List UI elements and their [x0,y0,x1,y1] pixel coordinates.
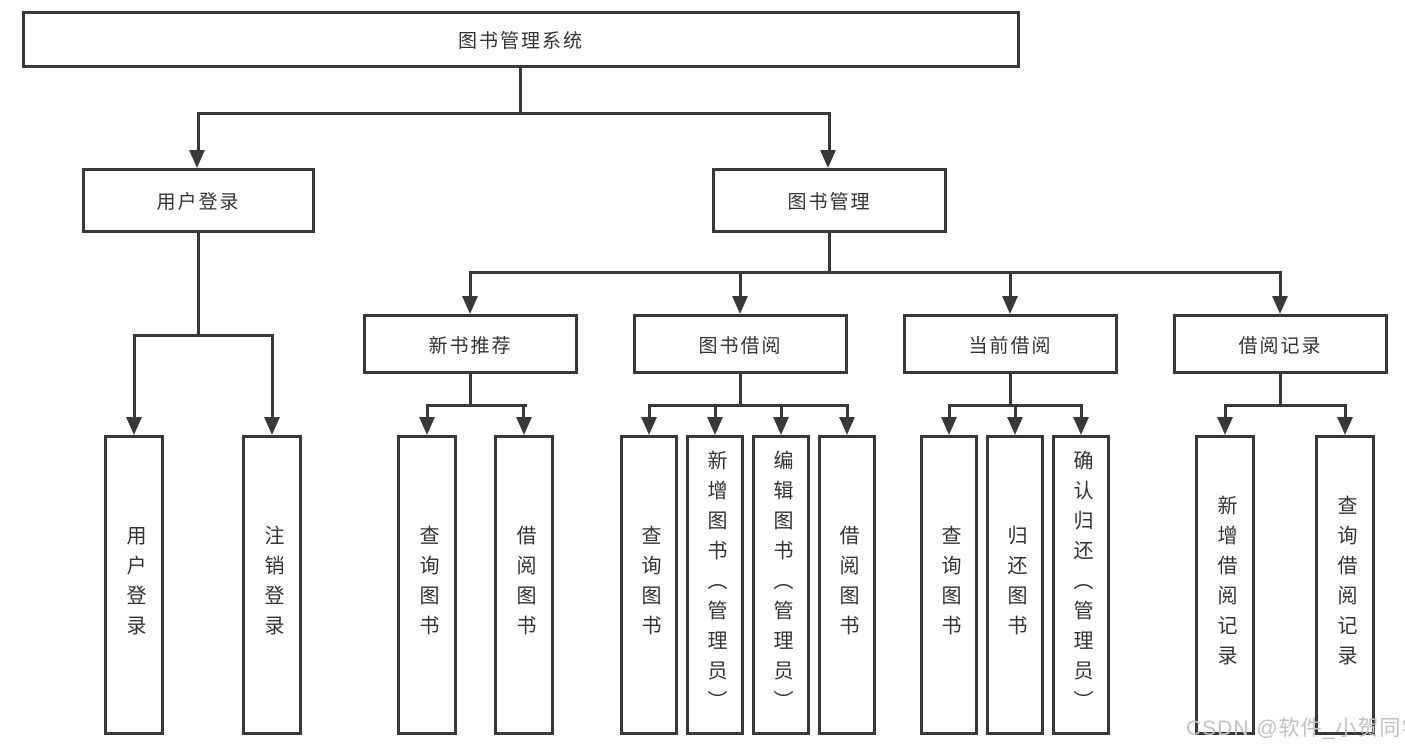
connector-line [648,404,651,419]
leaf-query-books-3: 查询图书 [920,435,978,735]
arrowhead-down-icon [732,296,748,314]
leaf-user-login-label: 用户登录 [123,525,145,645]
arrowhead-down-icon [1007,417,1023,435]
arrowhead-down-icon [707,417,723,435]
arrowhead-down-icon [1272,296,1288,314]
connector-line [271,334,274,419]
csdn-watermark: CSDN @软件_小贺同学 [1186,717,1405,740]
leaf-borrow-books-1: 借阅图书 [494,435,554,735]
node-library-system: 图书管理系统 [22,11,1020,68]
connector-line [197,112,200,152]
connector-line [426,404,429,419]
arrowhead-down-icon [941,417,957,435]
leaf-edit-books-admin-label: 编辑图书（管理员） [770,450,792,720]
connector-line [948,404,951,419]
leaf-query-books-1-label: 查询图书 [416,525,438,645]
leaf-query-books-3-label: 查询图书 [938,525,960,645]
leaf-logout: 注销登录 [242,435,302,735]
node-current-borrow: 当前借阅 [903,314,1118,374]
arrowhead-down-icon [1002,296,1018,314]
connector-line [739,271,742,298]
connector-line [197,233,200,336]
connector-line [1014,404,1017,419]
connector-line [1279,374,1282,406]
arrowhead-down-icon [1073,417,1089,435]
leaf-borrow-books-2: 借阅图书 [818,435,876,735]
leaf-logout-label: 注销登录 [261,525,283,645]
leaf-add-books-admin-label: 新增图书（管理员） [704,450,726,720]
arrowhead-down-icon [126,417,142,435]
leaf-confirm-return-admin: 确认归还（管理员） [1052,435,1110,735]
connector-line [648,404,849,407]
arrowhead-down-icon [189,150,205,168]
leaf-query-borrow-record-label: 查询借阅记录 [1334,495,1356,675]
arrowhead-down-icon [773,417,789,435]
connector-line [469,374,472,406]
connector-line [426,404,527,407]
connector-line [1224,404,1347,407]
leaf-query-books-1: 查询图书 [397,435,457,735]
node-current-borrow-label: 当前借阅 [968,335,1053,357]
leaf-add-books-admin: 新增图书（管理员） [686,435,744,735]
connector-line [1009,374,1012,406]
arrowhead-down-icon [516,417,532,435]
arrowhead-down-icon [839,417,855,435]
connector-line [522,404,525,419]
node-book-management: 图书管理 [712,168,947,233]
node-user-login: 用户登录 [82,168,315,233]
arrowhead-down-icon [264,417,280,435]
connector-line [828,233,831,273]
connector-line [519,67,522,115]
node-book-borrow: 图书借阅 [633,314,848,374]
node-user-login-label: 用户登录 [156,192,241,213]
node-borrow-records: 借阅记录 [1173,314,1388,374]
leaf-confirm-return-admin-label: 确认归还（管理员） [1070,450,1092,720]
connector-line [1080,404,1083,419]
arrowhead-down-icon [1337,417,1353,435]
connector-line [1344,404,1347,419]
leaf-query-books-2: 查询图书 [620,435,678,735]
arrowhead-down-icon [820,150,836,168]
leaf-user-login: 用户登录 [104,435,164,735]
arrowhead-down-icon [1217,417,1233,435]
connector-line [1224,404,1227,419]
node-book-borrow-label: 图书借阅 [698,335,783,357]
arrowhead-down-icon [641,417,657,435]
node-new-book-recommend: 新书推荐 [363,314,578,374]
leaf-borrow-books-2-label: 借阅图书 [836,525,858,645]
connector-line [197,112,831,115]
node-borrow-records-label: 借阅记录 [1238,335,1323,357]
connector-line [133,334,136,419]
connector-line [469,271,472,298]
node-library-system-label: 图书管理系统 [457,31,584,52]
leaf-add-borrow-record: 新增借阅记录 [1195,435,1255,735]
leaf-add-borrow-record-label: 新增借阅记录 [1214,495,1236,675]
connector-line [739,374,742,406]
node-book-management-label: 图书管理 [787,192,872,213]
leaf-return-books-label: 归还图书 [1004,525,1026,645]
leaf-edit-books-admin: 编辑图书（管理员） [752,435,810,735]
connector-line [828,112,831,152]
connector-line [846,404,849,419]
arrowhead-down-icon [462,296,478,314]
node-new-book-recommend-label: 新书推荐 [428,335,513,357]
connector-line [714,404,717,419]
connector-line [1279,271,1282,298]
leaf-borrow-books-1-label: 借阅图书 [513,525,535,645]
connector-line [1009,271,1012,298]
connector-line [780,404,783,419]
connector-line [133,334,274,337]
leaf-query-books-2-label: 查询图书 [638,525,660,645]
leaf-query-borrow-record: 查询借阅记录 [1315,435,1375,735]
connector-line [469,271,1282,274]
leaf-return-books: 归还图书 [986,435,1044,735]
arrowhead-down-icon [419,417,435,435]
